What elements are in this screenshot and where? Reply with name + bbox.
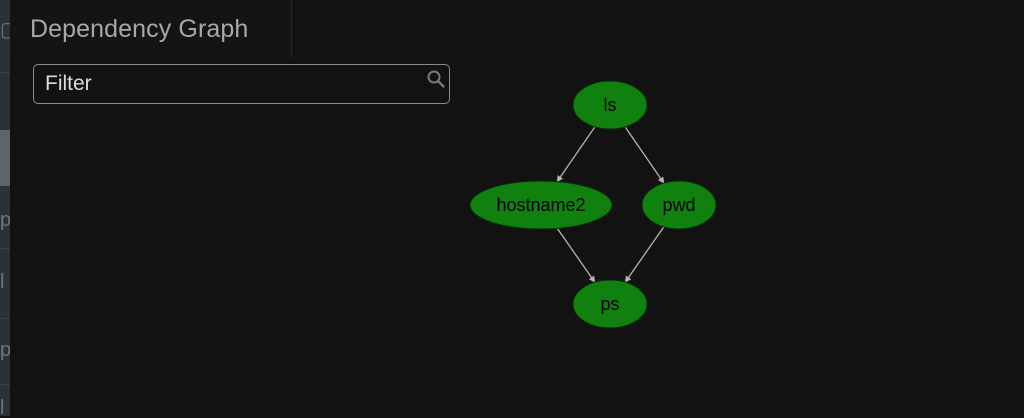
node-ps[interactable]: ps bbox=[572, 279, 648, 329]
background-glyph: l bbox=[0, 398, 5, 418]
node-label: hostname2 bbox=[496, 195, 585, 215]
node-shape bbox=[641, 180, 717, 230]
background-divider bbox=[0, 384, 10, 385]
background-square-icon: ▢ bbox=[0, 20, 10, 40]
background-divider bbox=[0, 318, 10, 319]
node-shape bbox=[469, 180, 613, 230]
panel-title: Dependency Graph bbox=[30, 15, 249, 43]
node-label: pwd bbox=[662, 195, 695, 215]
background-highlight bbox=[0, 130, 10, 186]
node-pwd[interactable]: pwd bbox=[641, 180, 717, 230]
background-app-strip: ▢ p l p l bbox=[0, 0, 10, 418]
background-glyph: l bbox=[0, 272, 5, 292]
node-shape bbox=[572, 279, 648, 329]
search-icon bbox=[427, 70, 445, 88]
tab-dependency-graph[interactable]: Dependency Graph bbox=[10, 0, 292, 58]
background-divider bbox=[0, 248, 10, 249]
edge-pwd-to-ps bbox=[624, 226, 665, 283]
edge-hostname2-to-ps bbox=[556, 227, 596, 283]
filter-field[interactable] bbox=[33, 64, 450, 104]
background-glyph: p bbox=[0, 340, 10, 360]
node-label: ls bbox=[604, 95, 617, 115]
node-ls[interactable]: ls bbox=[572, 80, 648, 130]
background-glyph: p bbox=[0, 210, 10, 230]
background-divider bbox=[0, 72, 10, 73]
node-label: ps bbox=[600, 294, 619, 314]
node-shape bbox=[572, 80, 648, 130]
edge-ls-to-pwd bbox=[624, 126, 665, 184]
node-hostname2[interactable]: hostname2 bbox=[469, 180, 613, 230]
filter-input[interactable] bbox=[34, 65, 449, 103]
edge-ls-to-hostname2 bbox=[556, 126, 596, 183]
